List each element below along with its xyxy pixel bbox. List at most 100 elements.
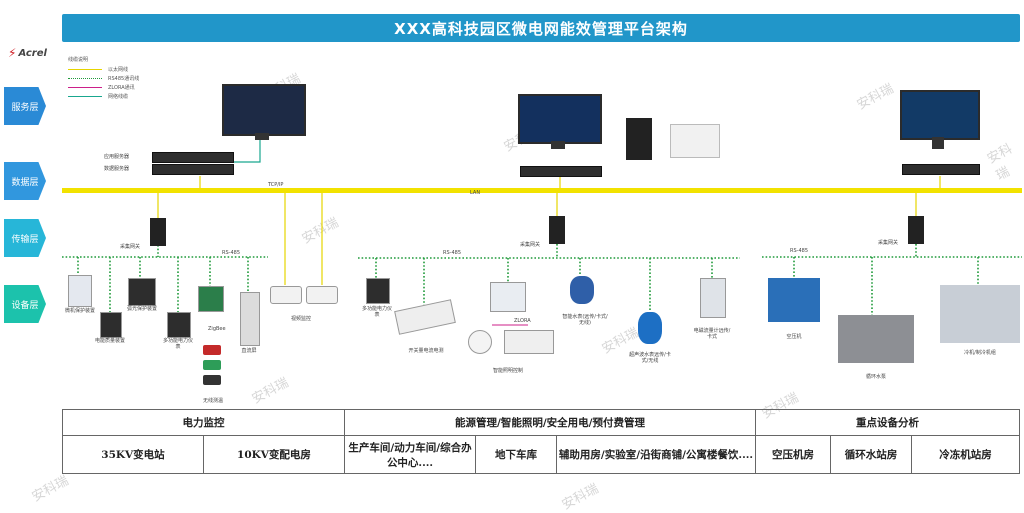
gateway-left — [150, 218, 166, 246]
temp-sensor — [203, 345, 221, 355]
lan-label: LAN — [470, 190, 481, 196]
table-header-power: 电力监控 — [62, 409, 345, 436]
lighting-panel — [490, 282, 526, 312]
device-label: 弧光保护装置 — [126, 306, 157, 312]
device-label: 循环水泵 — [865, 374, 886, 380]
gateway-right-label: 采集网关 — [878, 240, 899, 246]
table-cell: 10KV变配电房 — [203, 435, 345, 474]
device-label: 智能照明控制 — [492, 368, 523, 374]
legend-label: 以太网线 — [108, 67, 129, 73]
air-compressor — [768, 278, 820, 322]
logo-text: Acrel — [18, 47, 47, 59]
db-server — [152, 164, 234, 175]
device-label: 电磁流量计远传/卡式 — [693, 328, 731, 340]
table-cell: 循环水站房 — [830, 435, 912, 474]
gateway-mid — [549, 216, 565, 244]
app-server — [152, 152, 234, 163]
ultrasonic-water-meter — [638, 312, 662, 344]
temp-sensor — [203, 360, 221, 370]
power-meter — [167, 312, 191, 338]
table-cell: 辅助用房/实验室/沿街商铺/公寓楼餐饮.... — [556, 435, 756, 474]
device-label: 多功能电力仪表 — [162, 338, 193, 350]
power-meter-mid — [366, 278, 390, 304]
lighting-module — [504, 330, 554, 354]
table-cell: 地下车库 — [475, 435, 557, 474]
gateway-left-label: 采集网关 — [120, 244, 141, 250]
layer-transport: 传输层 — [4, 219, 46, 257]
flow-meter — [700, 278, 726, 318]
legend-label: RS485通讯线 — [108, 76, 140, 82]
layer-label: 数据层 — [11, 177, 39, 188]
monitor-stand — [932, 137, 944, 149]
power-quality-device — [100, 312, 122, 338]
zigbee-label: ZigBee — [208, 326, 226, 332]
device-label: 智能水表(远传/卡式/无线) — [562, 314, 608, 326]
device-label: 超声波水表远传/卡式/无线 — [629, 352, 671, 364]
monitor-right — [900, 90, 980, 140]
legend-title: 线缆说明 — [68, 57, 89, 63]
printer — [670, 124, 720, 158]
device-label: 无线测温 — [202, 398, 223, 404]
company-logo: ⚡ Acrel — [8, 46, 47, 60]
ups-tower — [626, 118, 652, 160]
layer-service: 服务层 — [4, 87, 46, 125]
device-label: 视频监控 — [290, 316, 311, 322]
legend-item: ZLORA通讯 — [68, 83, 139, 92]
zlora-label: ZLORA — [514, 318, 531, 324]
rs485-label: RS-485 — [443, 250, 461, 256]
cable-legend: 线缆说明 以太网线 RS485通讯线 ZLORA通讯 网络线缆 — [68, 56, 139, 101]
legend-item: RS485通讯线 — [68, 74, 139, 83]
camera — [306, 286, 338, 304]
device-label: 电能质量装置 — [94, 338, 125, 344]
device-label: 微机保护装置 — [64, 308, 95, 314]
server-mid — [520, 166, 602, 177]
monitor-mid — [518, 94, 602, 144]
table-cell: 生产车间/动力车间/综合办公中心.... — [344, 435, 476, 474]
table-header-energy: 能源管理/智能照明/安全用电/预付费管理 — [344, 409, 756, 436]
water-meter — [570, 276, 594, 304]
device-label: 直流屏 — [241, 348, 257, 354]
rs485-label: RS-485 — [222, 250, 240, 256]
app-server-label: 应用服务器 — [104, 154, 130, 160]
layer-label: 设备层 — [11, 300, 39, 311]
gateway-right — [908, 216, 924, 244]
arc-protection-device — [128, 278, 156, 306]
wireless-meter — [198, 286, 224, 312]
scope-table: 电力监控 能源管理/智能照明/安全用电/预付费管理 重点设备分析 35KV变电站… — [62, 409, 1020, 474]
device-label: 冷机/制冷机组 — [964, 350, 996, 356]
table-cell: 35KV变电站 — [62, 435, 204, 474]
server-right — [902, 164, 980, 175]
layer-label: 传输层 — [11, 234, 39, 245]
legend-item: 以太网线 — [68, 65, 139, 74]
tcpip-label: TCP/IP — [268, 182, 284, 188]
acrel-logo-icon: ⚡ — [8, 46, 17, 60]
monitor-stand — [551, 141, 565, 149]
circulating-pump-room — [838, 315, 914, 363]
temp-sensor — [203, 375, 221, 385]
table-header-equipment: 重点设备分析 — [755, 409, 1020, 436]
camera — [270, 286, 302, 304]
lan-bus — [62, 188, 1022, 193]
gateway-mid-label: 采集网关 — [520, 242, 541, 248]
device-label: 空压机 — [786, 334, 802, 340]
device-label: 开关量电流电测 — [408, 348, 444, 354]
page-title: XXX高科技园区微电网能效管理平台架构 — [62, 14, 1020, 42]
rs485-label: RS-485 — [790, 248, 808, 254]
table-cell: 冷冻机站房 — [911, 435, 1020, 474]
relay-protection-device — [68, 275, 92, 307]
net-cable — [232, 140, 261, 163]
layer-data: 数据层 — [4, 162, 46, 200]
legend-label: 网络线缆 — [108, 94, 129, 100]
dc-cabinet — [240, 292, 260, 346]
db-server-label: 数据服务器 — [104, 166, 130, 172]
layer-device: 设备层 — [4, 285, 46, 323]
legend-item: 网络线缆 — [68, 92, 139, 101]
legend-label: ZLORA通讯 — [108, 85, 135, 91]
table-cell: 空压机房 — [755, 435, 831, 474]
monitor-left — [222, 84, 306, 136]
chiller-unit — [940, 285, 1020, 343]
layer-label: 服务层 — [11, 102, 39, 113]
monitor-stand — [255, 133, 269, 140]
device-label: 多功能电力仪表 — [361, 306, 392, 318]
